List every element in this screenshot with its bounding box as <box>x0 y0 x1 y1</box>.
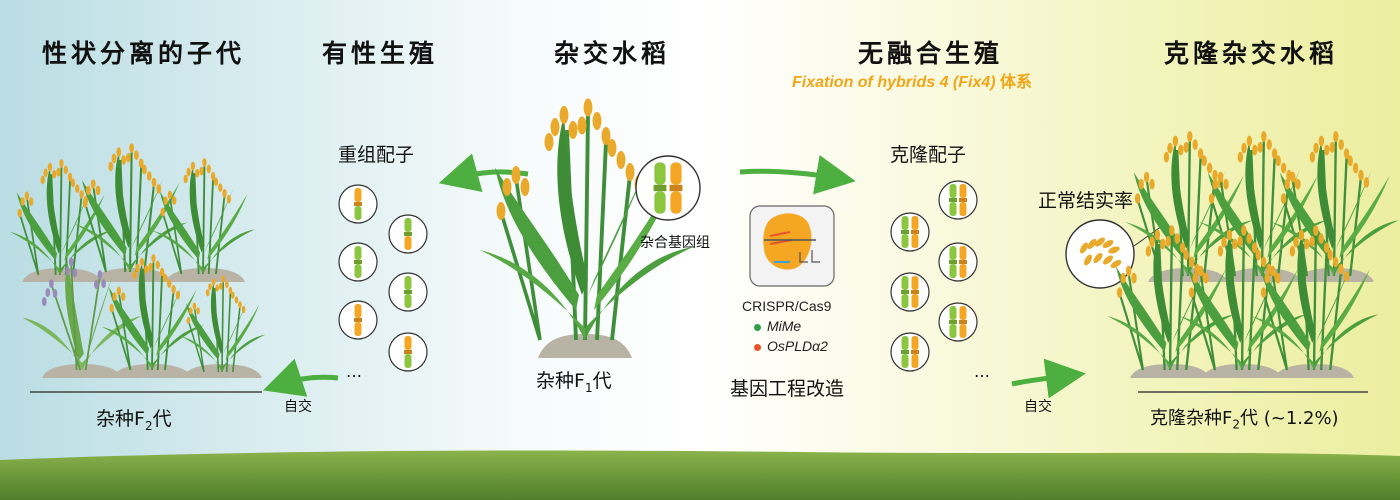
crispr-gene-mime: MiMe <box>754 318 801 334</box>
recombinant-gamete-circles <box>338 184 428 372</box>
label-gene-editing: 基因工程改造 <box>730 378 845 400</box>
f1-hybrid-plant <box>478 96 695 358</box>
heading-sexual-reproduction: 有性生殖 <box>322 39 439 68</box>
fix4-system-label: Fixation of hybrids 4 (Fix4) 体系 <box>792 72 1033 91</box>
heterozygous-genome-circle <box>635 155 701 221</box>
label-f1-hybrid: 杂种F1代 <box>536 370 612 395</box>
heading-hybrid-rice: 杂交水稻 <box>554 39 671 68</box>
ellipsis-right: … <box>974 362 990 381</box>
arrow-to-apomixis <box>739 154 856 195</box>
label-clonal-gametes: 克隆配子 <box>890 144 967 166</box>
clonal-gamete-circles <box>891 181 977 371</box>
label-self-cross-left: 自交 <box>284 399 312 415</box>
label-clonal-f2-hybrid: 克隆杂种F2代 (~1.2%) <box>1150 408 1339 432</box>
clonal-f2-plants <box>1105 129 1400 393</box>
heading-segregating-progeny: 性状分离的子代 <box>42 39 246 68</box>
label-heterozygous-genome: 杂合基因组 <box>640 235 710 251</box>
crispr-gene-ospld: OsPLDα2 <box>754 338 828 354</box>
heading-clonal-hybrid-rice: 克隆杂交水稻 <box>1164 39 1339 68</box>
label-normal-seed-set: 正常结实率 <box>1038 190 1134 212</box>
arrow-self-cross-left <box>263 358 339 397</box>
label-self-cross-right: 自交 <box>1024 399 1052 415</box>
ellipsis-left: … <box>346 362 362 381</box>
normal-seed-circle <box>1065 219 1163 289</box>
arrow-self-cross-right <box>1011 358 1086 399</box>
crispr-title: CRISPR/Cas9 <box>742 298 832 314</box>
label-recombinant-gametes: 重组配子 <box>338 144 415 166</box>
heading-apomixis: 无融合生殖 <box>858 39 1004 68</box>
crispr-diagram <box>749 205 835 287</box>
f2-segregating-plants <box>8 142 266 393</box>
label-f2-hybrid: 杂种F2代 <box>96 408 172 433</box>
arrow-to-sexual <box>438 153 529 193</box>
grass-field <box>0 450 1400 500</box>
